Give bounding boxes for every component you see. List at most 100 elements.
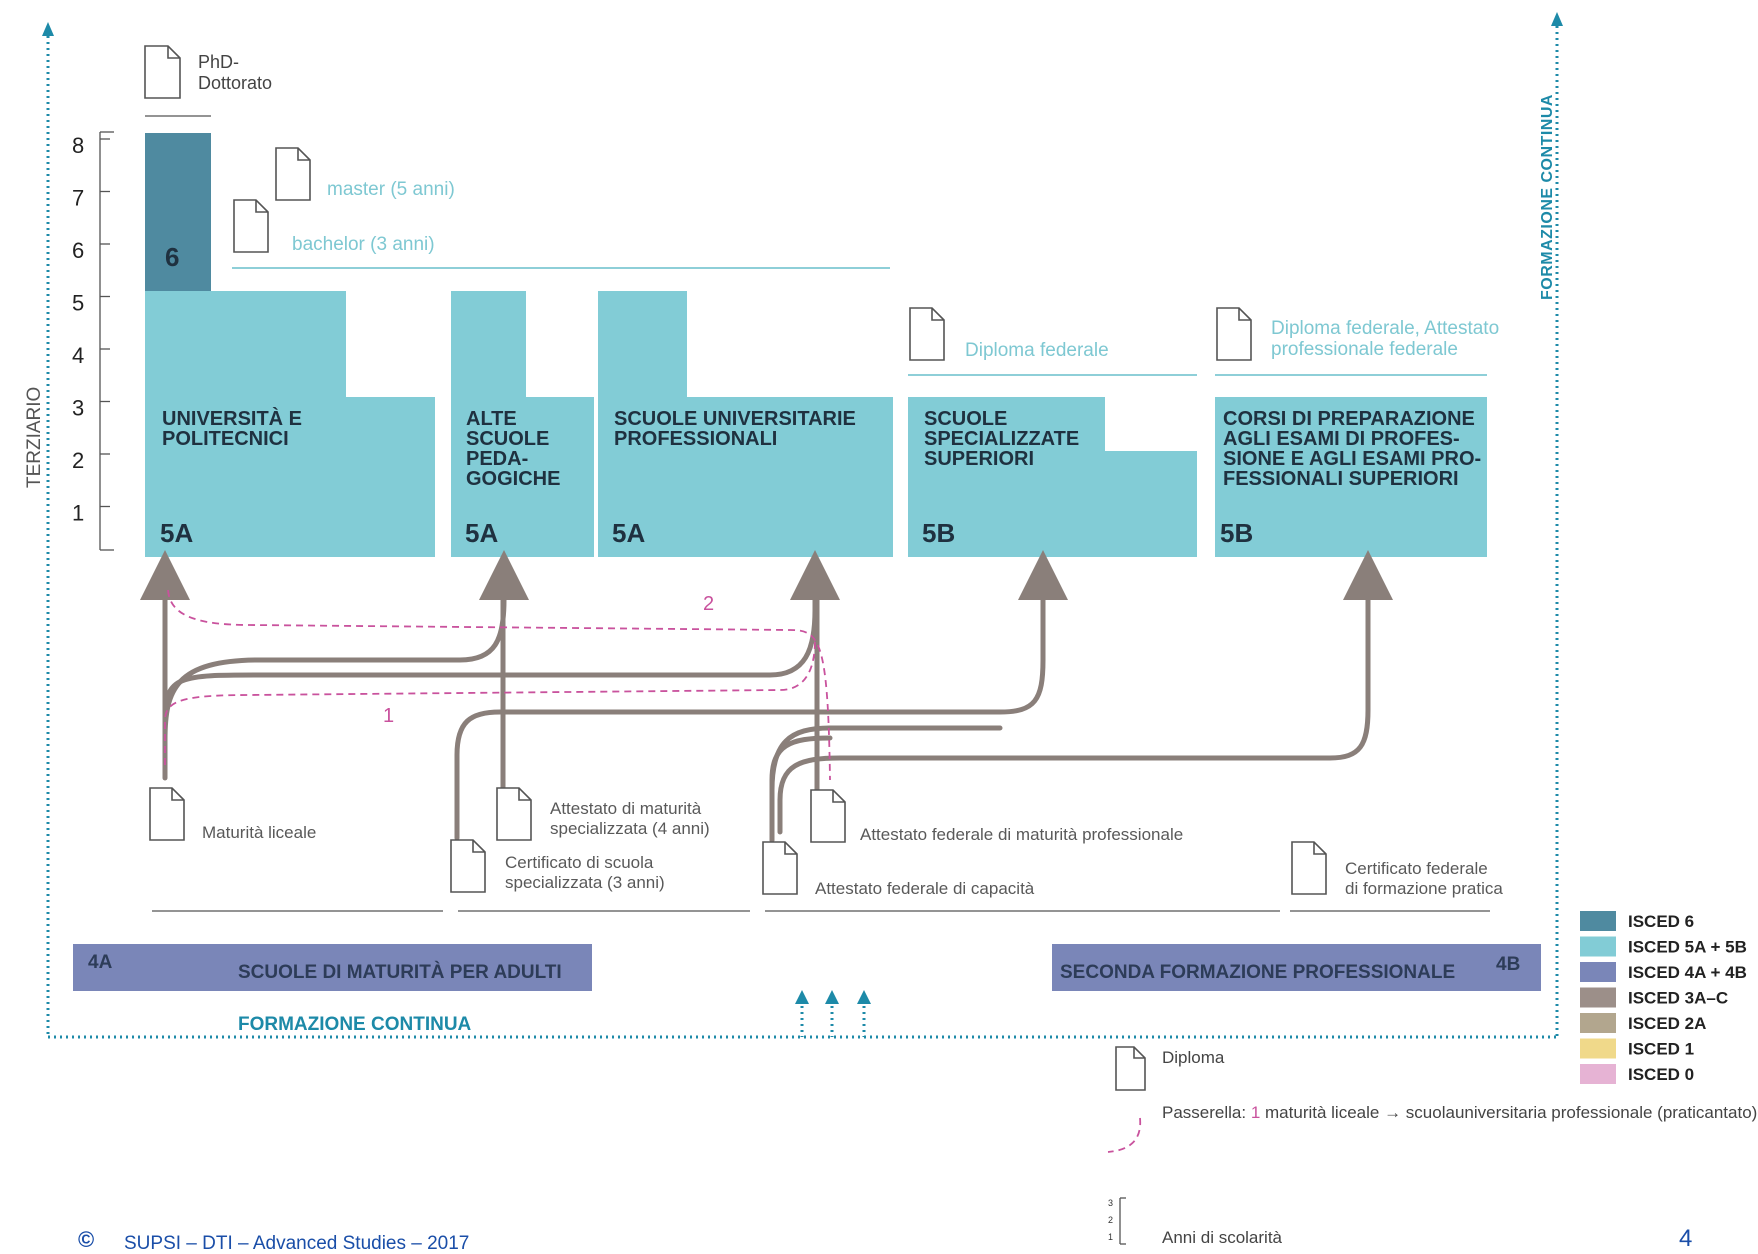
degree-labels: PhD-Dottorato master (5 anni) bachelor (… <box>144 45 1499 376</box>
passerella-2 <box>167 589 831 781</box>
arrow-up-icon <box>795 990 809 1004</box>
band-right-label: SECONDA FORMAZIONE PROFESSIONALE <box>1060 962 1455 983</box>
block-universita <box>145 291 435 557</box>
year-tick-label: 7 <box>72 186 84 211</box>
legend-label: ISCED 5A + 5B <box>1628 938 1747 957</box>
diploma-icon <box>1115 1046 1146 1091</box>
anni-tick-1: 1 <box>1108 1232 1113 1242</box>
block-alte-scuole-upper <box>451 291 526 397</box>
legend-label: ISCED 3A–C <box>1628 989 1728 1008</box>
legend-swatch <box>1580 962 1616 982</box>
legend-swatch <box>1580 1038 1616 1059</box>
path-liceale-ped <box>162 550 529 743</box>
legend-swatch <box>1580 1064 1616 1084</box>
block-corsi-code: 5B <box>1220 518 1253 548</box>
block-corsi <box>1215 397 1487 557</box>
phd-code: 6 <box>165 242 179 272</box>
year-tick-label: 2 <box>72 448 84 473</box>
year-tick-label: 6 <box>72 238 84 263</box>
legend-label: ISCED 0 <box>1628 1065 1694 1084</box>
year-tick-label: 4 <box>72 343 84 368</box>
page-number: 4 <box>1679 1225 1692 1249</box>
note-diploma: Diploma <box>1162 1048 1225 1067</box>
isced-legend: ISCED 6 ISCED 5A + 5B ISCED 4A + 4B ISCED 3… <box>1580 911 1747 1084</box>
isced-6-block <box>145 133 211 291</box>
passerella-symbol <box>1107 1117 1142 1153</box>
axis-left-label: TERZIARIO <box>24 387 45 488</box>
bachelor-label: bachelor (3 anni) <box>292 234 435 255</box>
diploma-federale-label: Diploma federale <box>965 340 1109 361</box>
diploma-icon <box>450 839 486 893</box>
passerella-1 <box>164 639 816 765</box>
passerella-2-number: 2 <box>703 593 714 615</box>
anni-symbol: 3 2 1 <box>1108 1197 1126 1245</box>
diploma-icon <box>144 45 181 99</box>
copyright-symbol: © <box>78 1227 94 1249</box>
diploma-icon <box>275 147 311 201</box>
passerella-paths: 2 1 <box>164 589 831 781</box>
year-scale: 8 7 6 5 4 3 2 1 <box>72 131 114 551</box>
arrow-up-icon <box>42 22 54 36</box>
anni-tick-2: 2 <box>1108 1215 1113 1225</box>
phd-column: 6 <box>145 115 211 291</box>
block-universita-code: 5A <box>160 518 193 548</box>
cert-maturita-prof: Attestato federale di maturità professio… <box>860 825 1183 844</box>
legend-swatch <box>1580 1013 1616 1033</box>
diploma-icon <box>149 787 185 841</box>
passerella-1-number: 1 <box>383 705 394 727</box>
block-alte-scuole-code: 5A <box>465 518 498 548</box>
band-left-code: 4A <box>88 952 113 973</box>
year-tick-label: 1 <box>72 501 84 526</box>
band-seconda-formazione <box>1052 944 1541 991</box>
legend-swatch <box>1580 987 1616 1008</box>
block-sss <box>908 397 1197 557</box>
band-left-label: SCUOLE DI MATURITÀ PER ADULTI <box>238 961 562 983</box>
arrow-up-icon <box>857 990 871 1004</box>
axis-bottom-label: FORMAZIONE CONTINUA <box>238 1014 472 1035</box>
anni-tick-3: 3 <box>1108 1198 1113 1208</box>
legend-label: ISCED 2A <box>1628 1014 1706 1033</box>
legend-notes: Diploma Passerella: 1 maturità liceale →… <box>1107 1046 1758 1247</box>
footer-text: SUPSI – DTI – Advanced Studies – 2017 <box>124 1233 469 1249</box>
formazione-continua-frame <box>42 12 1563 1039</box>
legend-label: ISCED 6 <box>1628 912 1694 931</box>
cert-capacita: Attestato federale di capacità <box>815 879 1035 898</box>
legend-label: ISCED 1 <box>1628 1040 1694 1059</box>
path-capacita-sss <box>769 725 1003 843</box>
diploma-icon <box>496 787 532 841</box>
pathways <box>140 550 1393 843</box>
phd-label: PhD-Dottorato <box>198 52 272 93</box>
diploma-icon <box>909 307 945 361</box>
year-tick-label: 5 <box>72 291 84 316</box>
block-sup <box>598 291 893 557</box>
note-anni: Anni di scolarità <box>1162 1228 1283 1247</box>
legend-swatch <box>1580 911 1616 931</box>
isced-4-bands: 4A SCUOLE DI MATURITÀ PER ADULTI SECONDA… <box>73 944 1541 991</box>
master-label: master (5 anni) <box>327 179 455 200</box>
diploma-icon <box>1291 841 1327 895</box>
year-tick-label: 8 <box>72 133 84 158</box>
block-alte-scuole <box>451 397 594 557</box>
axis-right-label: FORMAZIONE CONTINUA <box>1539 94 1556 300</box>
block-sup-code: 5A <box>612 518 645 548</box>
legend-swatch <box>1580 936 1616 957</box>
note-passerella: Passerella: 1 maturità liceale → scuolau… <box>1162 1103 1758 1122</box>
legend-label: ISCED 4A + 4B <box>1628 963 1747 982</box>
year-tick-label: 3 <box>72 396 84 421</box>
diploma-icon <box>1216 307 1252 361</box>
path-certspec-sss <box>454 550 1068 841</box>
path-capacita-corsi <box>777 550 1393 835</box>
diploma-icon <box>810 789 846 843</box>
arrow-up-icon <box>1551 12 1563 26</box>
arrow-up-icon <box>825 990 839 1004</box>
